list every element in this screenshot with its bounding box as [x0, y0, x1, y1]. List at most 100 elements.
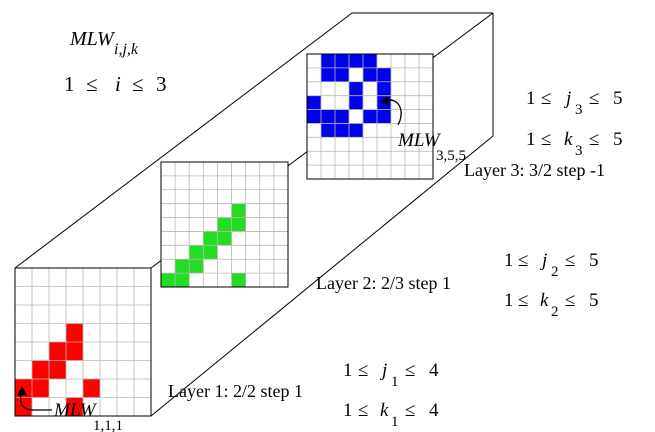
layer-3-j-var: j — [563, 88, 571, 109]
layer-1-filled-cell — [66, 323, 83, 342]
layer-3-filled-cell — [363, 54, 377, 68]
layer-2-j-high: 5 — [589, 250, 599, 271]
layer-1-filled-cell — [66, 397, 83, 416]
layer-1-k-low: 1 — [343, 400, 353, 421]
layer-2-label: Layer 2: 2/3 step 1 — [316, 273, 451, 293]
layer-3-filled-cell — [321, 54, 335, 68]
layer-3-label: Layer 3: 3/2 step -1 — [464, 160, 605, 180]
layer-1-k-sub: 1 — [391, 414, 399, 430]
header-formula: MLW i,j,k 1 ≤ i ≤ 3 — [64, 28, 167, 96]
layer-3-filled-cell — [335, 54, 349, 68]
header-var-base: MLW — [69, 28, 116, 50]
prism-edge-top-left — [14, 12, 353, 269]
layer-1-label: Layer 1: 2/2 step 1 — [168, 381, 303, 401]
layer-2-j-sub: 2 — [551, 264, 559, 280]
layer-2-filled-cell — [203, 231, 218, 246]
layer-2-filled-cell — [231, 273, 246, 287]
layer-1-j-high: 4 — [429, 360, 439, 381]
layer-1-filled-cell — [32, 379, 49, 398]
layer-1-marker-sub: 1,1,1 — [93, 418, 123, 432]
layer-1-j-op2: ≤ — [405, 360, 415, 381]
layer-2-filled-cell — [175, 273, 190, 287]
layer-1-k-op1: ≤ — [358, 400, 368, 421]
layer-3-k-op1: ≤ — [541, 129, 551, 150]
layer-2-k-var: k — [540, 290, 549, 311]
layer-3-filled-cell — [349, 54, 363, 68]
layer-3-grid-outline — [306, 53, 434, 180]
layer-3-marker-sub: 3,5,5 — [436, 148, 466, 164]
layer-2-k-op2: ≤ — [565, 290, 575, 311]
layer-1-filled-cell — [49, 342, 66, 361]
layer-3-filled-cell — [363, 109, 377, 124]
layer-2-k-op1: ≤ — [518, 290, 528, 311]
layer-2-filled-cell — [161, 273, 176, 287]
layer-3-annotations: 1 ≤ j 3 ≤ 5 1 ≤ k 3 ≤ 5 Layer 3: 3/2 ste… — [380, 88, 623, 180]
layer-2-j-op1: ≤ — [518, 250, 528, 271]
layer-3-k-op2: ≤ — [589, 129, 599, 150]
header-range-op1: ≤ — [86, 72, 98, 96]
layer-2-k-low: 1 — [504, 290, 514, 311]
prism-edge-bottom-right — [150, 135, 494, 417]
header-range-var: i — [115, 72, 121, 96]
layer-3-j-op2: ≤ — [589, 88, 599, 109]
layer-1-j-op1: ≤ — [358, 360, 368, 381]
layer-2-k-sub: 2 — [551, 304, 559, 320]
layer-3-filled-cell — [349, 123, 363, 138]
layer-2-j-op2: ≤ — [565, 250, 575, 271]
layer-2-filled-cell — [189, 245, 204, 260]
layer-3-filled-cell — [321, 109, 335, 124]
layer-2-grid-outline — [160, 161, 289, 288]
layer-1-filled-cell — [66, 342, 83, 361]
layer-2-filled-cell — [231, 217, 246, 232]
layer-2-annotations: 1 ≤ j 2 ≤ 5 Layer 2: 2/3 step 1 1 ≤ k 2 … — [316, 250, 599, 320]
layer-3-filled-cell — [335, 109, 349, 124]
layer-1-grid-outline — [14, 267, 152, 417]
layer-3-filled-cell — [363, 67, 377, 82]
layer-1-grid — [14, 267, 152, 417]
layer-3-filled-cell — [307, 95, 321, 110]
layer-1-k-op2: ≤ — [405, 400, 415, 421]
layer-3-marker-arrowhead — [380, 96, 389, 105]
layer-1-k-high: 4 — [429, 400, 439, 421]
layer-3-filled-cell — [321, 67, 335, 82]
layer-1-k-var: k — [380, 400, 389, 421]
layer-1-annotations: Layer 1: 2/2 step 1 1 ≤ j 1 ≤ 4 1 ≤ k 1 … — [17, 360, 439, 432]
layer-3-k-sub: 3 — [575, 143, 583, 159]
layer-3-filled-cell — [321, 123, 335, 138]
layer-1-filled-cell — [49, 360, 66, 379]
layer-3-grid — [306, 53, 434, 180]
layer-3-filled-cell — [335, 67, 349, 82]
layer-3-j-high: 5 — [613, 88, 623, 109]
layer-1-marker-arrowhead — [17, 386, 27, 396]
layer-1-filled-cell — [83, 379, 100, 398]
layer-3-filled-cell — [349, 95, 363, 110]
layer-1-filled-cell — [32, 360, 49, 379]
layer-2-filled-cell — [189, 259, 204, 274]
header-var-sub: i,j,k — [114, 41, 139, 58]
header-range-right: 3 — [156, 72, 167, 96]
layer-3-k-high: 5 — [613, 129, 623, 150]
layer-2-filled-cell — [231, 203, 246, 218]
layer-1-j-low: 1 — [343, 360, 353, 381]
header-range-left: 1 — [64, 72, 75, 96]
layer-1-marker-base: MLW — [53, 400, 98, 421]
layer-2-k-high: 5 — [589, 290, 599, 311]
layer-3-filled-cell — [307, 109, 321, 124]
layer-3-filled-cell — [377, 67, 391, 82]
layer-3-filled-cell — [377, 81, 391, 96]
layer-1-j-var: j — [379, 360, 387, 381]
layer-2-j-var: j — [539, 250, 547, 271]
layer-3-marker-arrow — [385, 99, 402, 126]
layer-2-filled-cell — [217, 231, 232, 246]
layer-3-j-sub: 3 — [575, 102, 583, 118]
layer-2-grid — [160, 161, 289, 288]
layer-3-filled-cell — [349, 81, 363, 96]
layer-3-filled-cell — [377, 109, 391, 124]
layer-3-k-low: 1 — [526, 129, 536, 150]
layer-2-filled-cell — [175, 259, 190, 274]
layer-1-j-sub: 1 — [391, 374, 399, 390]
layer-3-k-var: k — [564, 129, 573, 150]
layer-3-marker-base: MLW — [397, 130, 442, 151]
layer-2-filled-cell — [217, 217, 232, 232]
